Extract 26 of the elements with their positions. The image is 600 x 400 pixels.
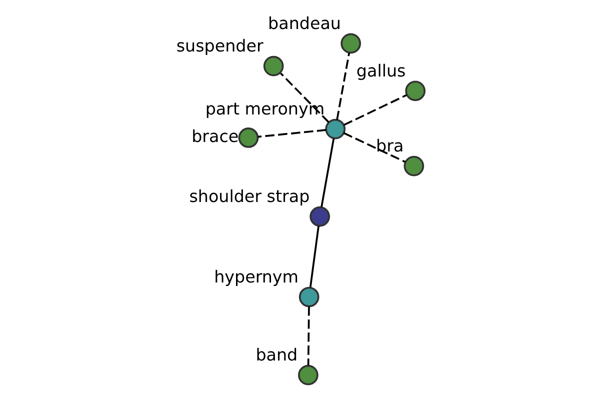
node-label: bra	[376, 136, 404, 156]
node-label: brace	[192, 126, 239, 146]
node-label: suspender	[176, 36, 264, 56]
node-label: gallus	[356, 61, 406, 80]
node-circle	[325, 118, 346, 140]
node-label: shoulder strap	[189, 187, 310, 206]
connector	[320, 138, 335, 208]
node-circle	[404, 156, 424, 176]
connector	[258, 129, 326, 138]
node-circle	[298, 364, 318, 386]
connector	[309, 226, 320, 288]
node-label: hypernym	[214, 268, 299, 287]
node-circle	[310, 206, 330, 227]
node-circle	[405, 80, 426, 102]
node-circle	[238, 128, 259, 148]
connector	[336, 52, 350, 120]
node-label: part meronym	[205, 100, 325, 119]
connector	[280, 72, 330, 123]
node-label: band	[256, 346, 298, 365]
node-circle	[298, 286, 320, 308]
node-circle	[263, 56, 284, 76]
connector	[307, 306, 310, 366]
connector	[343, 132, 406, 163]
node-label: bandeau	[268, 14, 341, 34]
connector	[344, 94, 407, 126]
node-circle	[340, 33, 362, 54]
